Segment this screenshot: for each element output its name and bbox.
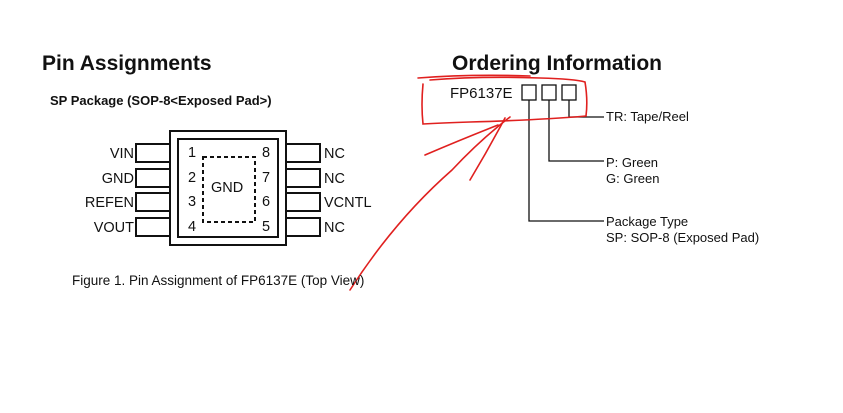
package-outline-inner xyxy=(177,138,279,238)
pin-6-stub xyxy=(285,192,321,212)
pin-number-5: 5 xyxy=(262,219,271,235)
pin-number-2: 2 xyxy=(188,170,197,186)
pin-name-nc-8: NC xyxy=(324,146,345,162)
pin-assignments-title: Pin Assignments xyxy=(42,52,212,75)
pin-name-vin: VIN xyxy=(109,146,134,162)
pin-3-stub xyxy=(135,192,171,212)
order-box-tape xyxy=(561,84,577,101)
pin-8-stub xyxy=(285,143,321,163)
exposed-pad-label: GND xyxy=(211,180,244,196)
pin-number-7: 7 xyxy=(262,170,271,186)
part-number: FP6137E xyxy=(450,85,513,102)
pin-number-3: 3 xyxy=(188,194,197,210)
green-p-label: P: Green xyxy=(606,155,659,170)
pin-name-gnd: GND xyxy=(101,171,134,187)
pin-number-8: 8 xyxy=(262,145,271,161)
pin-name-nc-7: NC xyxy=(324,171,345,187)
exposed-pad xyxy=(202,156,256,223)
order-box-package xyxy=(521,84,537,101)
package-sp-label: SP: SOP-8 (Exposed Pad) xyxy=(606,230,760,245)
pin-name-vout: VOUT xyxy=(93,220,134,236)
order-box-green xyxy=(541,84,557,101)
pin-4-stub xyxy=(135,217,171,237)
pin-5-stub xyxy=(285,217,321,237)
pin-number-1: 1 xyxy=(188,145,197,161)
pin-1-stub xyxy=(135,143,171,163)
pin-name-nc-5: NC xyxy=(324,220,345,236)
green-g-label: G: Green xyxy=(606,171,660,186)
red-annotation xyxy=(349,74,588,291)
package-type-label: Package Type xyxy=(606,214,689,229)
leader-green xyxy=(548,100,604,162)
leader-package xyxy=(528,100,604,222)
pin-name-refen: REFEN xyxy=(84,195,134,211)
figure-caption: Figure 1. Pin Assignment of FP6137E (Top… xyxy=(72,273,365,288)
tape-reel-label: TR: Tape/Reel xyxy=(606,109,689,124)
pin-number-6: 6 xyxy=(262,194,271,210)
package-subtitle: SP Package (SOP-8<Exposed Pad>) xyxy=(50,93,272,108)
pin-7-stub xyxy=(285,168,321,188)
pin-2-stub xyxy=(135,168,171,188)
pin-number-4: 4 xyxy=(188,219,197,235)
ordering-information-title: Ordering Information xyxy=(452,52,662,75)
pin-name-vcntl: VCNTL xyxy=(324,195,372,211)
